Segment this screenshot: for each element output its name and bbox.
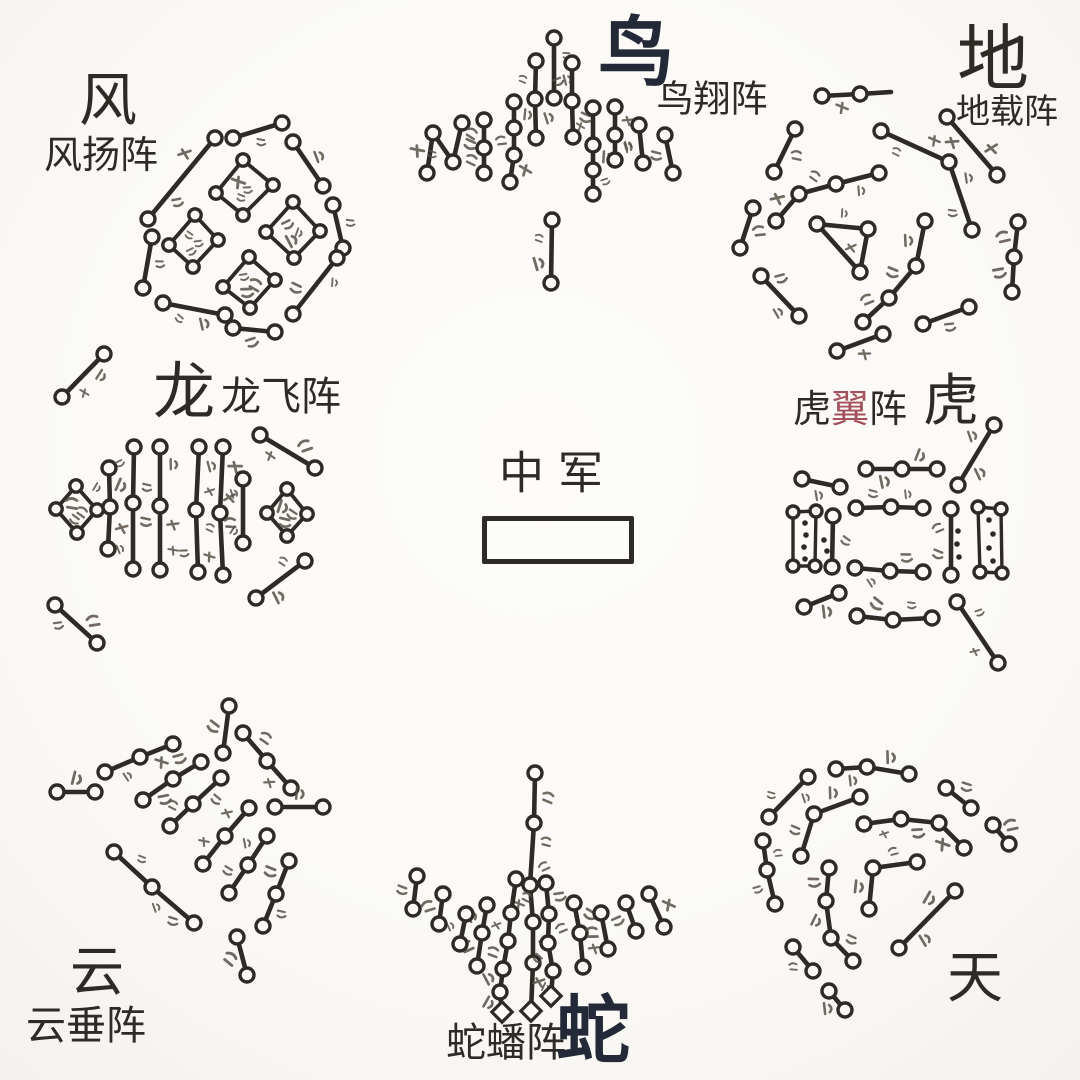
earth-subtitle: 地载阵 [956, 94, 1058, 131]
tiger-subtitle-char1: 虎 [792, 389, 831, 431]
cloud-title: 云 [70, 942, 124, 1002]
tiger-title: 虎 [923, 371, 979, 433]
wind-subtitle: 风扬阵 [43, 135, 159, 177]
snake-subtitle: 蛇蟠阵 [446, 1020, 566, 1065]
tiger-subtitle-char2: 翼 [830, 389, 870, 431]
center-army-box [482, 516, 634, 564]
bird-subtitle: 鸟翔阵 [656, 79, 768, 121]
center-army-label: 中军 [498, 448, 618, 499]
cloud-subtitle: 云垂阵 [26, 1003, 146, 1048]
tiger-subtitle: 虎翼阵 [793, 391, 907, 429]
heaven-title: 天 [947, 948, 1003, 1010]
dragon-subtitle: 龙飞阵 [221, 374, 341, 419]
bird-title: 鸟 [598, 12, 674, 96]
dragon-title: 龙 [152, 359, 216, 427]
earth-title: 地 [956, 20, 1030, 100]
wind-title: 风 [78, 68, 138, 133]
snake-title: 蛇 [556, 991, 630, 1073]
tiger-subtitle-char3: 阵 [869, 389, 908, 431]
